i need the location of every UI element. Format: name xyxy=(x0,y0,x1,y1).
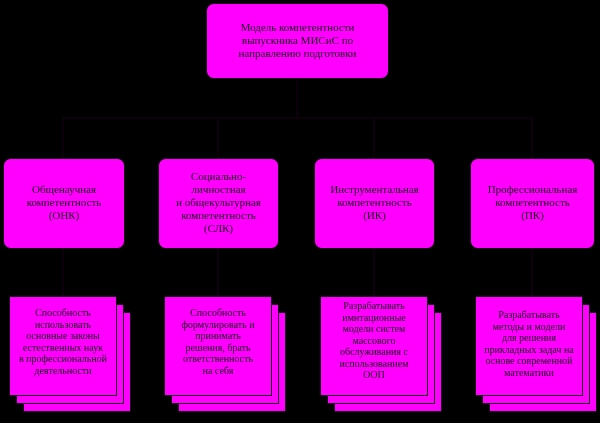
ability-card-slk: Способность формулировать и принимать ре… xyxy=(164,296,272,396)
ability-stack-pk: Разрабатывать методы и модели для решени… xyxy=(475,296,600,422)
ability-card-pk: Разрабатывать методы и модели для решени… xyxy=(475,296,583,396)
competency-label-pk: Профессиональная компетентность (ПК) xyxy=(487,184,578,222)
root-model-box: Модель компетентности выпускника МИСиС п… xyxy=(206,3,389,79)
ability-label-onk: Способность использовать основные законы… xyxy=(18,308,108,377)
ability-stack-slk: Способность формулировать и принимать ре… xyxy=(164,296,290,422)
competency-label-ik: Инструментальная компетентность (ИК) xyxy=(330,184,419,222)
competency-box-slk: Социально- личностная и общекультурная к… xyxy=(158,158,279,249)
competency-box-onk: Общенаучная компетентность (ОНК) xyxy=(3,158,125,249)
ability-stack-onk: Способность использовать основные законы… xyxy=(9,296,135,422)
ability-stack-ik: Разрабатывать имитационные модели систем… xyxy=(320,296,446,422)
ability-label-ik: Разрабатывать имитационные модели систем… xyxy=(339,301,409,381)
ability-label-slk: Способность формулировать и принимать ре… xyxy=(181,308,255,377)
ability-card-onk: Способность использовать основные законы… xyxy=(9,296,117,396)
root-model-label: Модель компетентности выпускника МИСиС п… xyxy=(238,21,357,60)
ability-card-ik: Разрабатывать имитационные модели систем… xyxy=(320,296,428,396)
competency-label-onk: Общенаучная компетентность (ОНК) xyxy=(26,184,102,222)
competency-box-pk: Профессиональная компетентность (ПК) xyxy=(470,158,595,249)
competency-box-ik: Инструментальная компетентность (ИК) xyxy=(314,158,435,249)
competency-label-slk: Социально- личностная и общекультурная к… xyxy=(176,171,261,235)
ability-label-pk: Разрабатывать методы и модели для решени… xyxy=(484,310,574,379)
